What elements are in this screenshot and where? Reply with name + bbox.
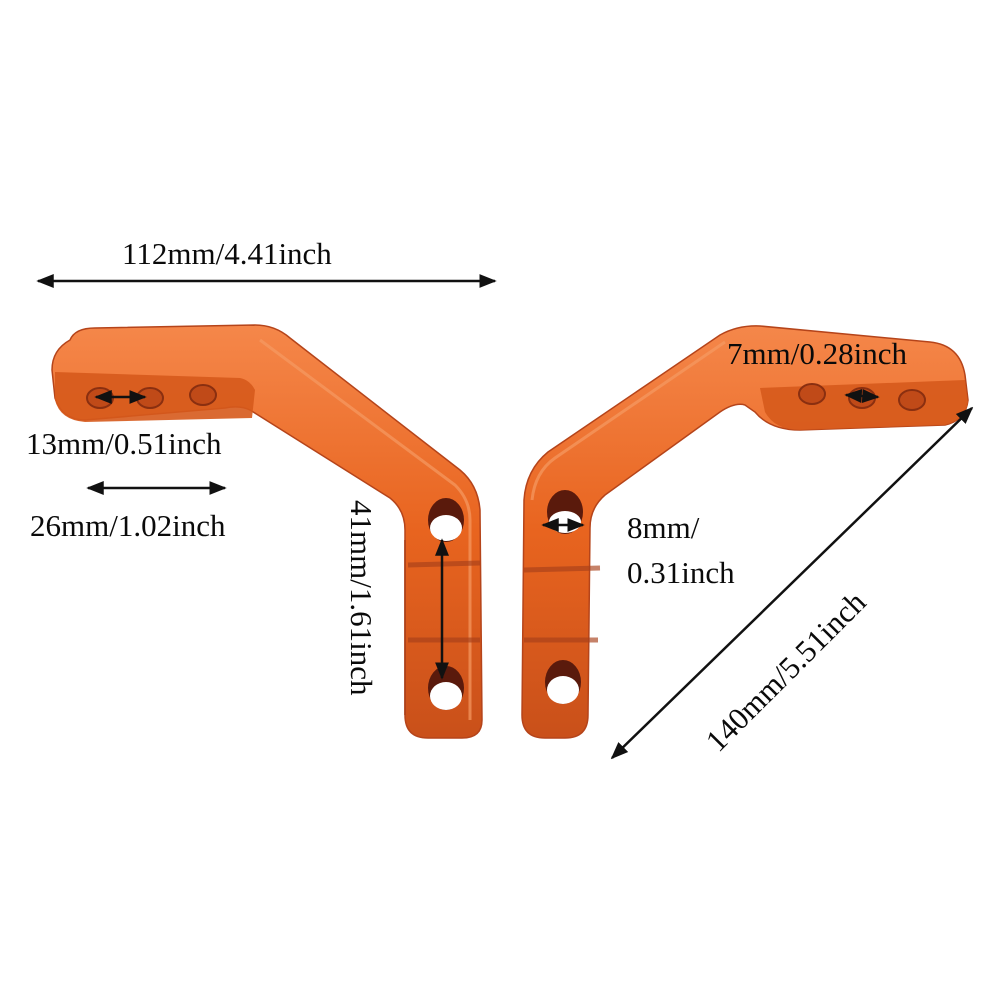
right-groove-top	[523, 565, 601, 573]
hole-span-label: 26mm/1.02inch	[30, 508, 226, 543]
mount-hole-diameter-label-1: 8mm/	[627, 510, 700, 545]
thread-hole-label: 7mm/0.28inch	[727, 336, 907, 371]
overall-width-label: 112mm/4.41inch	[122, 236, 332, 271]
right-threaded-hole-2	[848, 387, 876, 409]
left-groove-top	[407, 560, 481, 568]
diagonal-arrow	[610, 406, 974, 760]
thread-hole-arrow	[844, 388, 880, 404]
mount-hole-diameter-label-2: 0.31inch	[627, 555, 735, 590]
hole-spacing-label: 13mm/0.51inch	[26, 426, 222, 461]
left-threaded-hole-3	[189, 384, 217, 406]
mount-spacing-label: 41mm/1.61inch	[344, 500, 379, 696]
right-threaded-hole-1	[798, 383, 826, 405]
right-bracket	[521, 325, 969, 739]
right-threaded-hole-3	[898, 389, 926, 411]
